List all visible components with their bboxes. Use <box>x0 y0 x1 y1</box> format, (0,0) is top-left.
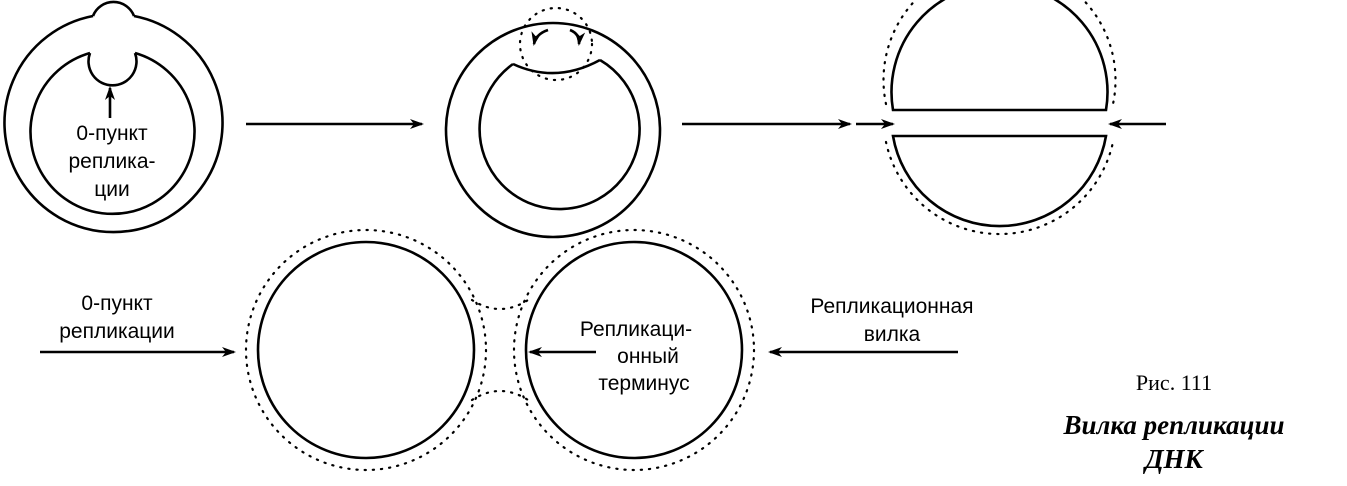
daughter-circle-right <box>524 240 744 460</box>
stage-2-inner-ring <box>478 58 641 211</box>
figure-title-1: Вилка репликации <box>1062 410 1284 440</box>
stage-3-upper-half <box>890 0 1109 112</box>
stage-2-bubble-arc <box>512 58 601 75</box>
daughter-circle-left <box>256 240 476 460</box>
origin-label-bottom-2: репликации <box>59 320 175 343</box>
stage-4-circles <box>244 228 756 472</box>
fork-left-arrow <box>531 28 549 46</box>
bridge-dots-bottom <box>470 389 530 402</box>
figure-title-2: ДНК <box>1142 444 1204 474</box>
stage-3-lower-dots <box>884 140 1115 236</box>
bridge-dots-top <box>470 298 530 311</box>
stage-3-upper-dots <box>882 0 1117 106</box>
fork-label-1: Репликационная <box>810 295 973 318</box>
origin-label-bottom-1: 0-пункт <box>81 292 153 315</box>
stage-1-outer-ring <box>3 14 224 234</box>
stage-2-outer-ring <box>444 21 662 239</box>
stage-1-origin-bubble-bottom <box>87 52 138 87</box>
stage-3-lower-half <box>891 134 1108 228</box>
stage-1-circle <box>3 0 224 234</box>
origin-label-top-1: 0-пункт <box>76 122 148 145</box>
stage-3-circle <box>856 0 1166 236</box>
origin-label-top-3: ции <box>94 178 130 201</box>
daughter-circle-left-dots <box>244 228 488 472</box>
stage-2-new-strand-dots <box>518 6 594 82</box>
figure-number: Рис. 111 <box>1136 370 1212 395</box>
origin-label-top-2: реплика- <box>68 150 155 173</box>
stage-2-circle <box>444 6 662 239</box>
stage-1-origin-bubble-top <box>91 0 136 17</box>
terminus-label-3: терминус <box>598 372 689 395</box>
daughter-circle-right-dots <box>512 228 756 472</box>
terminus-label-2: онный <box>617 345 679 368</box>
fork-label-2: вилка <box>864 323 921 346</box>
terminus-label-1: Репликаци- <box>580 318 692 341</box>
fork-right-arrow <box>569 28 586 46</box>
stage-1-inner-ring <box>29 51 196 216</box>
